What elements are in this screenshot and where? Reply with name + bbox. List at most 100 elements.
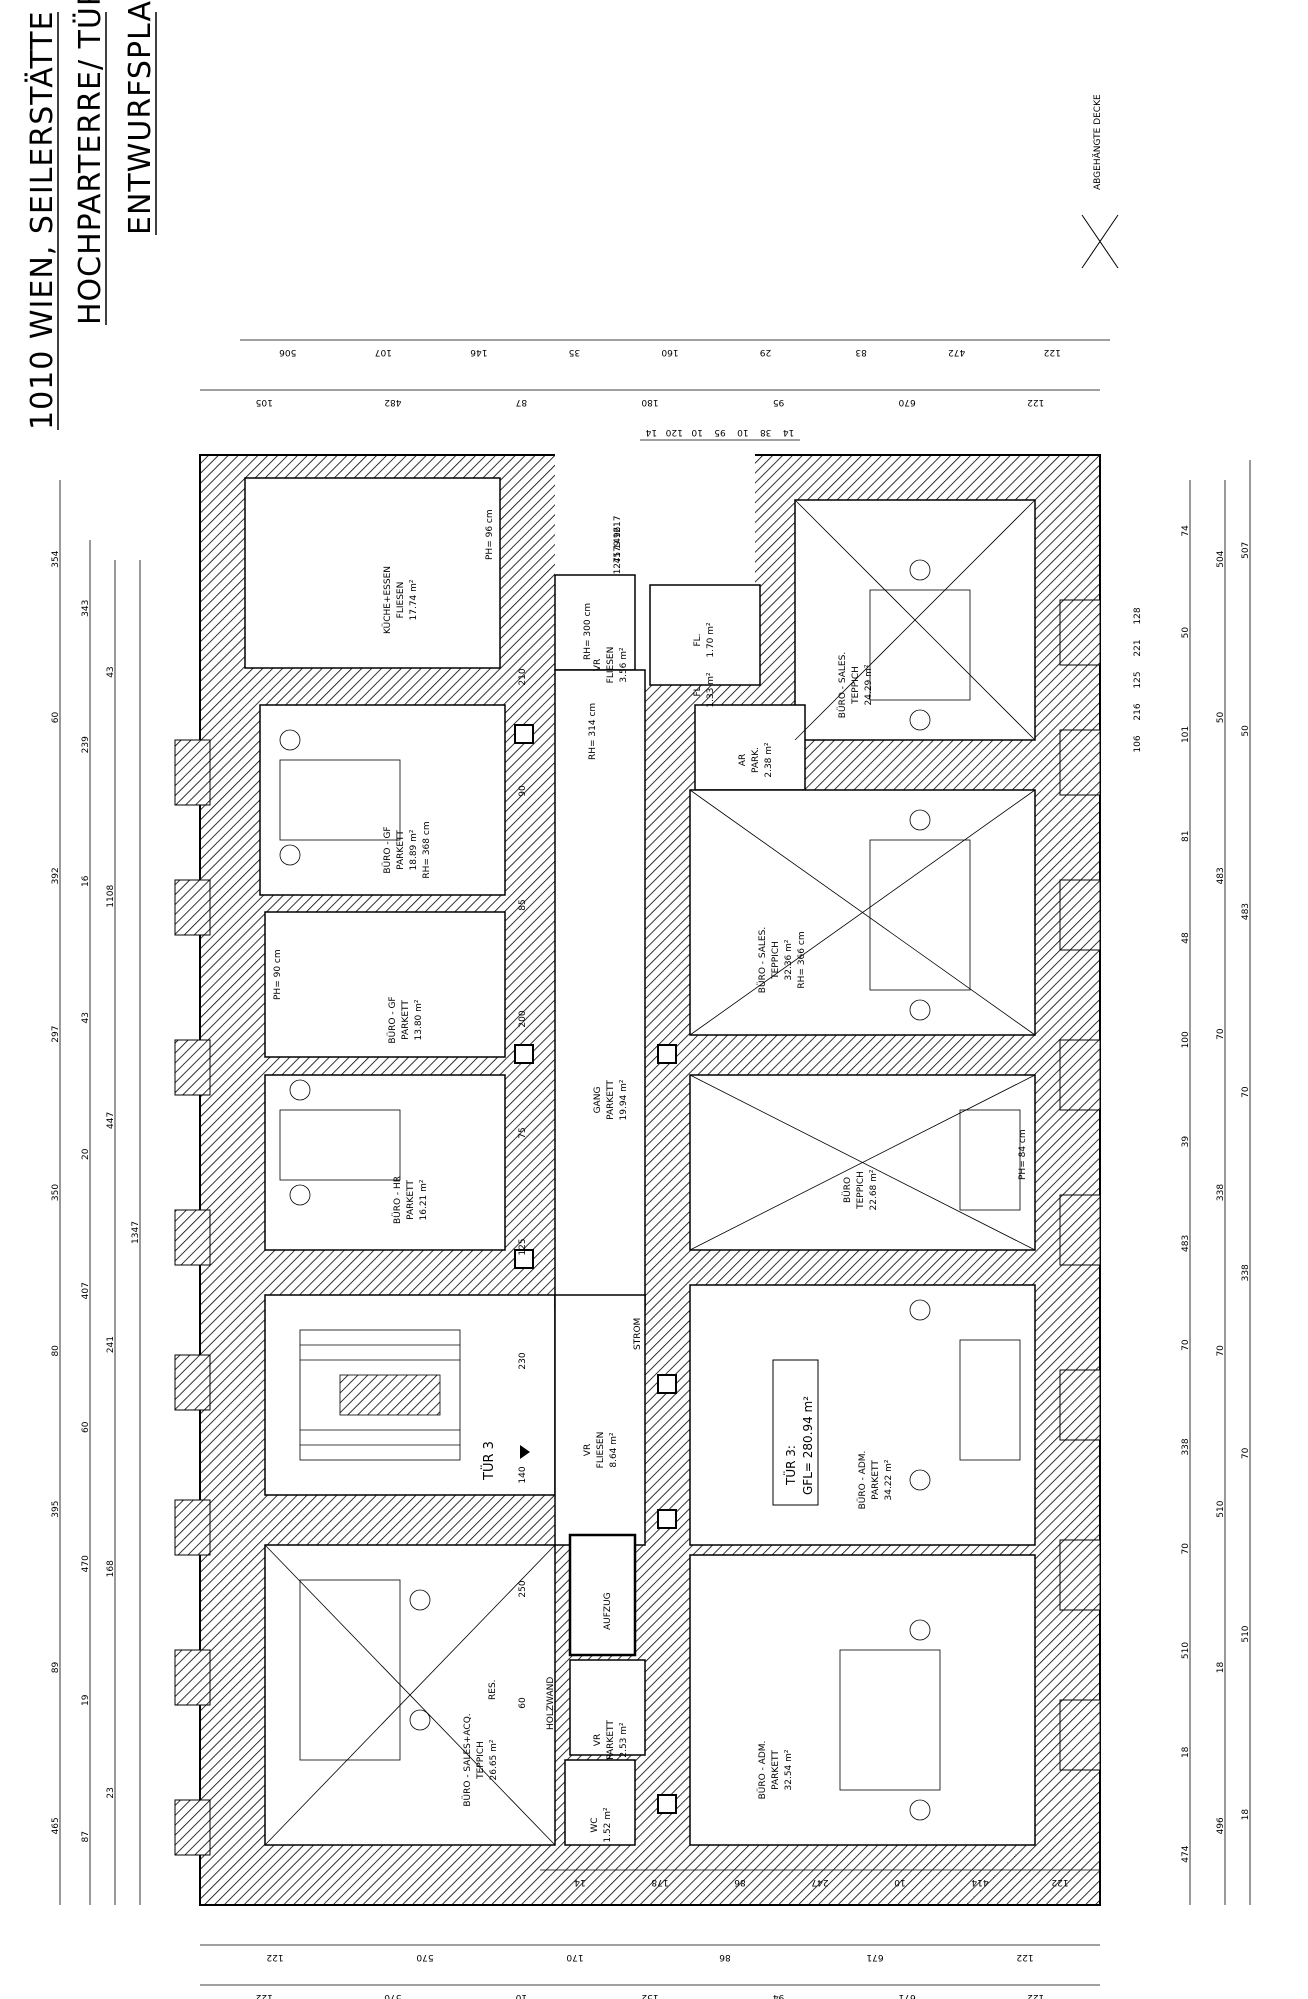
- dim-doors-0: 210: [518, 668, 528, 685]
- room-label-buero-adm-2-2: 32.54 m²: [784, 1749, 794, 1790]
- room-label-vr-fliesen-small-2: 3.56 m²: [619, 647, 629, 683]
- room-label-buero-gf-1-1: PARKETT: [396, 830, 406, 870]
- dim-wc_small-1: 16: [613, 527, 623, 539]
- room-label-buero-sales-2-2: 32.36 m²: [784, 939, 794, 980]
- dim-doors-3: 200: [518, 1010, 528, 1027]
- unit-label: TÜR 3: [480, 1441, 497, 1481]
- dim-window_heights-3: 216: [1133, 703, 1143, 720]
- dim-bottom_inner-1: 178: [651, 1877, 668, 1887]
- room-label-buero-gf-2-2: 13.80 m²: [414, 999, 424, 1040]
- room-kueche: [244, 477, 501, 669]
- room-label-wc-1: 1.52 m²: [603, 1807, 613, 1843]
- holzwand-label: HOLZWAND: [546, 1677, 556, 1730]
- room-label-vr-parkett-2: 2.53 m²: [619, 1722, 629, 1758]
- dim-right_3-3: 70: [1241, 1086, 1251, 1098]
- dim-top_inner-6: 122: [1027, 397, 1044, 407]
- room-label-vr-fliesen-1: FLIESEN: [596, 1432, 606, 1469]
- room-label-buero-adm-1-2: 34.22 m²: [884, 1459, 894, 1500]
- area-summary: TÜR 3: GFL= 280.94 m²: [772, 1359, 819, 1506]
- dim-left_1-5: 80: [51, 1345, 61, 1357]
- room-label-buero-hr-0: BÜRO - HR: [392, 1176, 403, 1224]
- dim-left_2-5: 407: [81, 1282, 91, 1299]
- dim-right_2-8: 496: [1216, 1817, 1226, 1834]
- dim-right_1-2: 101: [1181, 726, 1191, 743]
- dim-top_inner-2: 87: [516, 397, 527, 407]
- furniture: [279, 559, 1021, 1821]
- room-wc: [564, 1759, 636, 1846]
- room-fl: [649, 584, 761, 686]
- dim-wc_small-4: 45: [613, 552, 623, 563]
- dim-right_1-8: 70: [1181, 1339, 1191, 1351]
- dim-bottom_outer_2-6: 122: [1027, 1992, 1044, 1999]
- dim-bottom_outer_1-1: 570: [416, 1952, 433, 1962]
- room-buero-hr: [264, 1074, 506, 1251]
- room-vr-parkett: [569, 1659, 646, 1756]
- summary-line-1: TÜR 3:: [782, 1445, 798, 1486]
- dim-right_1-9: 338: [1181, 1438, 1191, 1455]
- room-label-vr-fliesen-small-0: VR: [593, 659, 603, 671]
- room-buero-adm-2: [689, 1554, 1036, 1846]
- dimension-chains: [59, 339, 1251, 1986]
- room-label-vr-parkett-1: PARKETT: [606, 1720, 616, 1760]
- dim-left_3-3: 241: [106, 1336, 116, 1353]
- dim-right_2-7: 18: [1216, 1662, 1226, 1674]
- dim-bottom_inner-6: 122: [1051, 1877, 1068, 1887]
- misc-labels: AUFZUG STROM RES. HOLZWAND RH= 300 cm RH…: [273, 509, 1028, 1730]
- dim-right_3-7: 18: [1241, 1809, 1251, 1821]
- dim-left_2-6: 60: [81, 1421, 91, 1433]
- staircase: [299, 1329, 461, 1461]
- dim-left_2-0: 343: [81, 600, 91, 617]
- room-label-kueche-0: KÜCHE+ESSEN: [382, 566, 393, 634]
- dim-top_small-6: 14: [783, 427, 795, 437]
- dim-right_1-13: 474: [1181, 1845, 1191, 1862]
- room-label-buero-adm-1-0: BÜRO - ADM.: [857, 1451, 868, 1510]
- room-label-buero-1: TEPPICH: [856, 1171, 866, 1210]
- dim-top_small-4: 10: [737, 427, 749, 437]
- dim-right_1-1: 50: [1181, 627, 1191, 639]
- summary-line-2: GFL= 280.94 m²: [801, 1396, 815, 1495]
- room-label-buero-adm-1-1: PARKETT: [871, 1460, 881, 1500]
- walls: [174, 440, 1101, 1906]
- dim-bottom_outer_2-5: 671: [899, 1992, 916, 1999]
- dim-right_1-10: 70: [1181, 1543, 1191, 1555]
- dim-top_outer-7: 472: [948, 347, 965, 357]
- dim-doors-9: 60: [518, 1697, 528, 1709]
- dim-window_heights-4: 106: [1133, 735, 1143, 752]
- ph-96-label: PH= 96 cm: [485, 509, 495, 560]
- room-label-vr-fliesen-0: VR: [583, 1444, 593, 1456]
- room-label-buero-gf-1-0: BÜRO - GF: [382, 826, 393, 873]
- room-label-fl-1-1: 1.70 m²: [706, 622, 716, 658]
- dim-left_1-4: 350: [51, 1184, 61, 1201]
- room-label-buero-sales-2-3: RH= 366 cm: [797, 931, 807, 988]
- dim-top_outer-4: 160: [661, 347, 678, 357]
- dim-top_small-2: 10: [691, 427, 703, 437]
- dim-top_small-5: 38: [760, 427, 772, 437]
- dim-left_1-0: 354: [51, 550, 61, 567]
- dim-right_1-7: 483: [1181, 1235, 1191, 1252]
- dim-right_1-11: 510: [1181, 1642, 1191, 1659]
- dim-right_3-2: 483: [1241, 903, 1251, 920]
- room-label-buero-gf-2-0: BÜRO - GF: [387, 996, 398, 1043]
- dim-top_small-0: 14: [645, 427, 657, 437]
- dim-right_1-0: 74: [1181, 525, 1191, 537]
- room-label-buero-2: 22.68 m²: [869, 1169, 879, 1210]
- dim-right_1-3: 81: [1181, 831, 1191, 842]
- dim-right_2-3: 70: [1216, 1028, 1226, 1040]
- dim-top_outer-1: 107: [375, 347, 392, 357]
- dim-left_2-8: 19: [81, 1694, 91, 1706]
- dim-left_2-9: 87: [81, 1831, 91, 1842]
- room-vr-fliesen: [554, 1294, 646, 1546]
- strom-label: STROM: [633, 1318, 643, 1350]
- room-label-gang-2: 19.94 m²: [619, 1079, 629, 1120]
- ph-84-label: PH= 84 cm: [1018, 1129, 1028, 1180]
- room-label-ar-park-2: 2.38 m²: [764, 742, 774, 778]
- room-label-buero-sales-1-2: 24.29 m²: [864, 664, 874, 705]
- room-label-kueche-2: 17.74 m²: [409, 579, 419, 620]
- room-label-buero-sales-acq-2: 26.65 m²: [489, 1739, 499, 1780]
- dim-top_inner-5: 670: [898, 397, 915, 407]
- dim-left_2-7: 470: [81, 1555, 91, 1572]
- dim-right_1-6: 39: [1181, 1136, 1191, 1148]
- room-gang: [554, 669, 646, 1311]
- dim-right_2-5: 70: [1216, 1345, 1226, 1357]
- dim-left_1-6: 395: [51, 1501, 61, 1518]
